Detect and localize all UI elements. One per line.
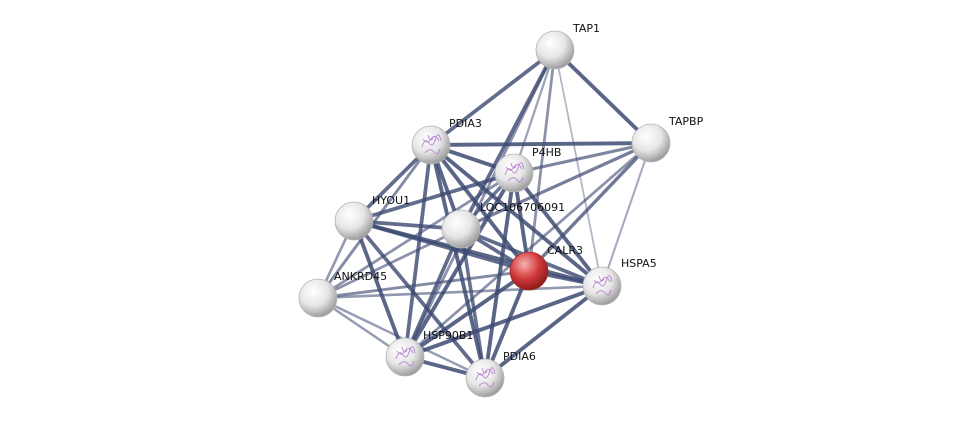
node-pdia6[interactable]: PDIA6 — [465, 350, 536, 398]
node-tap1[interactable]: TAP1 — [535, 22, 600, 70]
edge-p4hb-hyou1 — [352, 171, 516, 223]
node-label-tap1: TAP1 — [572, 22, 600, 35]
edge-tapbp-loc106706091 — [459, 141, 653, 231]
edge-pdia3-hspa5 — [429, 143, 604, 288]
node-label-hyou1: HYOU1 — [372, 194, 410, 207]
edge-hyou1-pdia6 — [352, 219, 487, 380]
node-circle — [298, 278, 338, 318]
edge-tapbp-p4hb — [512, 141, 653, 175]
edge-loc106706091-ankrd45 — [316, 227, 463, 300]
edge-hspa5-ankrd45 — [316, 284, 604, 300]
node-hyou1[interactable]: HYOU1 — [334, 194, 410, 241]
edge-tap1-tapbp — [553, 48, 653, 145]
edge-calr3-hsp90b1 — [403, 269, 531, 359]
node-p4hb[interactable]: P4HB — [494, 146, 561, 193]
node-circle — [441, 209, 481, 249]
node-hsp90b1[interactable]: HSP90B1 — [385, 329, 473, 377]
node-circle — [631, 123, 671, 163]
protein-structure-icon — [395, 346, 416, 367]
edge-hyou1-hspa5 — [352, 219, 604, 288]
node-label-pdia3: PDIA3 — [449, 117, 482, 130]
edge-p4hb-hspa5 — [512, 171, 604, 288]
node-label-p4hb: P4HB — [532, 146, 561, 159]
node-loc106706091[interactable]: LOC106706091 — [441, 201, 565, 249]
edge-tap1-hsp90b1 — [403, 48, 557, 359]
edge-hspa5-hsp90b1 — [403, 284, 604, 359]
edge-tap1-p4hb — [512, 48, 557, 175]
edge-tap1-pdia3 — [429, 48, 557, 147]
node-tapbp[interactable]: TAPBP — [631, 115, 704, 163]
edge-loc106706091-pdia6 — [459, 227, 487, 380]
edge-tapbp-hsp90b1 — [403, 141, 653, 359]
edge-tap1-hspa5 — [554, 49, 603, 287]
node-label-ankrd45: ANKRD45 — [334, 270, 387, 283]
protein-structure-icon — [504, 162, 525, 183]
edge-tapbp-calr3 — [527, 141, 653, 273]
node-circle — [509, 251, 549, 291]
edge-tapbp-hspa5 — [600, 141, 653, 288]
node-pdia3[interactable]: PDIA3 — [411, 117, 482, 165]
node-label-pdia6: PDIA6 — [503, 350, 536, 363]
node-calr3[interactable]: CALR3 — [509, 244, 583, 291]
edge-hspa5-pdia6 — [483, 284, 604, 380]
edge-p4hb-hsp90b1 — [403, 171, 516, 359]
node-hspa5[interactable]: HSPA5 — [582, 257, 657, 306]
node-label-loc106706091: LOC106706091 — [480, 201, 565, 214]
edge-tap1-calr3 — [527, 48, 557, 273]
node-ankrd45[interactable]: ANKRD45 — [298, 270, 387, 318]
node-label-hsp90b1: HSP90B1 — [423, 329, 473, 342]
node-circle — [334, 201, 374, 241]
edge-pdia3-pdia6 — [429, 143, 487, 380]
edge-tapbp-pdia3 — [429, 141, 653, 147]
node-label-hspa5: HSPA5 — [621, 257, 657, 270]
protein-structure-icon — [592, 275, 613, 296]
protein-structure-icon — [475, 367, 496, 388]
node-circle — [535, 30, 575, 70]
node-label-calr3: CALR3 — [547, 244, 583, 257]
node-label-tapbp: TAPBP — [668, 115, 704, 128]
protein-structure-icon — [421, 134, 442, 155]
edge-calr3-ankrd45 — [316, 269, 531, 300]
